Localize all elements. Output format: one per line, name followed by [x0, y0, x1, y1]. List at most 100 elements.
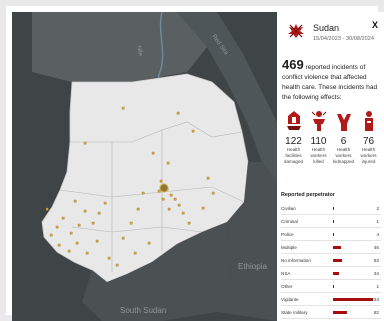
health-worker-kidnapped-icon: [331, 110, 356, 136]
incident-marker[interactable]: [83, 141, 87, 145]
perpetrator-bar: [333, 233, 334, 236]
stat-label: Health workers injured: [360, 147, 377, 164]
incident-marker[interactable]: [173, 197, 177, 201]
incident-marker[interactable]: [129, 221, 133, 225]
perpetrator-count: 1: [376, 219, 379, 224]
incident-marker[interactable]: [157, 189, 161, 193]
incident-marker[interactable]: [177, 203, 181, 207]
incident-marker[interactable]: [166, 161, 170, 165]
stat-value: 122: [285, 136, 302, 147]
incident-marker[interactable]: [169, 193, 173, 197]
incident-panel: Sudan 15/04/2023 - 30/08/2024 X 469 repo…: [277, 12, 384, 321]
incident-marker[interactable]: [121, 106, 125, 110]
perpetrator-title: Reported perpetrator: [281, 192, 335, 198]
incident-marker[interactable]: [83, 209, 87, 213]
incident-marker[interactable]: [201, 206, 205, 210]
incident-marker[interactable]: [211, 191, 215, 195]
perpetrator-count: 34: [373, 271, 379, 276]
incident-marker[interactable]: [191, 129, 195, 133]
perpetrator-row[interactable]: No information 53: [281, 254, 381, 267]
perpetrator-count: 4: [376, 232, 379, 237]
incident-marker[interactable]: [167, 207, 171, 211]
incident-marker[interactable]: [61, 216, 65, 220]
perpetrator-bar: [333, 220, 334, 223]
health-worker-injured-icon: [356, 110, 381, 136]
health-worker-killed-icon: [306, 110, 331, 136]
perpetrator-count: 46: [373, 245, 379, 250]
state-border: [70, 121, 243, 143]
perpetrator-name: Multiple: [281, 245, 297, 250]
incident-marker[interactable]: [147, 241, 151, 245]
incident-marker[interactable]: [57, 243, 61, 247]
map-canvas[interactable]: [12, 12, 277, 321]
stat-value: 76: [362, 136, 375, 147]
cluster-marker[interactable]: [159, 183, 169, 193]
incident-marker[interactable]: [97, 211, 101, 215]
incident-marker[interactable]: [136, 207, 140, 211]
incident-marker[interactable]: [176, 111, 180, 115]
perpetrator-name: No information: [281, 258, 311, 263]
stat-workers-kidnapped: 6 Health workers kidnapped: [331, 110, 356, 165]
perpetrator-row[interactable]: Other 1: [281, 280, 381, 293]
incident-marker[interactable]: [107, 256, 111, 260]
incident-marker[interactable]: [181, 211, 185, 215]
stat-value: 110: [310, 136, 327, 147]
perpetrator-row[interactable]: NSA 34: [281, 267, 381, 280]
perpetrator-bar: [333, 298, 373, 301]
perpetrator-count: 1: [376, 284, 379, 289]
perpetrator-count: 53: [373, 258, 379, 263]
stat-facilities-damaged: 122 Health facilities damaged: [281, 110, 306, 165]
incident-marker[interactable]: [91, 221, 95, 225]
incident-marker[interactable]: [133, 251, 137, 255]
incident-marker[interactable]: [73, 199, 77, 203]
incident-marker[interactable]: [161, 197, 165, 201]
incident-marker[interactable]: [77, 223, 81, 227]
perpetrator-row[interactable]: Civilian 2: [281, 202, 381, 215]
ethiopia-land: [217, 162, 277, 321]
perpetrator-name: NSA: [281, 271, 291, 276]
perpetrator-bar: [333, 246, 341, 249]
perpetrator-count: 82: [373, 310, 379, 315]
perpetrator-name: Civilian: [281, 206, 296, 211]
incident-marker[interactable]: [141, 191, 145, 195]
stat-label: Health facilities damaged: [283, 147, 304, 164]
incident-marker[interactable]: [103, 201, 107, 205]
stat-workers-killed: 110 Health workers killed: [306, 110, 331, 165]
incident-marker[interactable]: [121, 236, 125, 240]
incident-marker[interactable]: [55, 225, 59, 229]
south-sudan-land: [82, 222, 232, 321]
incident-marker[interactable]: [49, 233, 53, 237]
incident-marker[interactable]: [115, 263, 119, 267]
perpetrator-name: Other: [281, 284, 293, 289]
incident-marker[interactable]: [159, 179, 163, 183]
incident-marker[interactable]: [151, 151, 155, 155]
perpetrator-row[interactable]: State military 82: [281, 306, 381, 319]
incident-marker[interactable]: [75, 241, 79, 245]
perpetrator-bar: [333, 272, 339, 275]
incident-summary: 469 reported incidents of conflict viole…: [282, 57, 382, 103]
incident-count: 469: [282, 57, 304, 72]
incident-marker[interactable]: [69, 231, 73, 235]
map-label-ethiopia: Ethiopia: [238, 262, 267, 271]
stat-label: Health workers killed: [310, 147, 327, 164]
incident-marker[interactable]: [85, 251, 89, 255]
perpetrator-bar: [333, 259, 342, 262]
perpetrator-bar: [333, 207, 334, 210]
incident-marker[interactable]: [45, 207, 49, 211]
map-label-south-sudan: South Sudan: [120, 306, 167, 315]
perpetrator-row[interactable]: Multiple 46: [281, 241, 381, 254]
incident-marker[interactable]: [95, 239, 99, 243]
panel-date-range: 15/04/2023 - 30/08/2024: [313, 36, 374, 42]
close-button[interactable]: X: [371, 20, 378, 30]
incident-marker[interactable]: [67, 249, 71, 253]
incident-marker[interactable]: [206, 176, 210, 180]
stat-workers-injured: 76 Health workers injured: [356, 110, 381, 165]
incident-markers[interactable]: [45, 106, 215, 267]
perpetrator-name: State military: [281, 310, 308, 315]
map-view[interactable]: Sudan South Sudan Ethiopia Red Sea Nile: [12, 12, 277, 321]
perpetrator-count: 2: [376, 206, 379, 211]
incident-marker[interactable]: [187, 221, 191, 225]
